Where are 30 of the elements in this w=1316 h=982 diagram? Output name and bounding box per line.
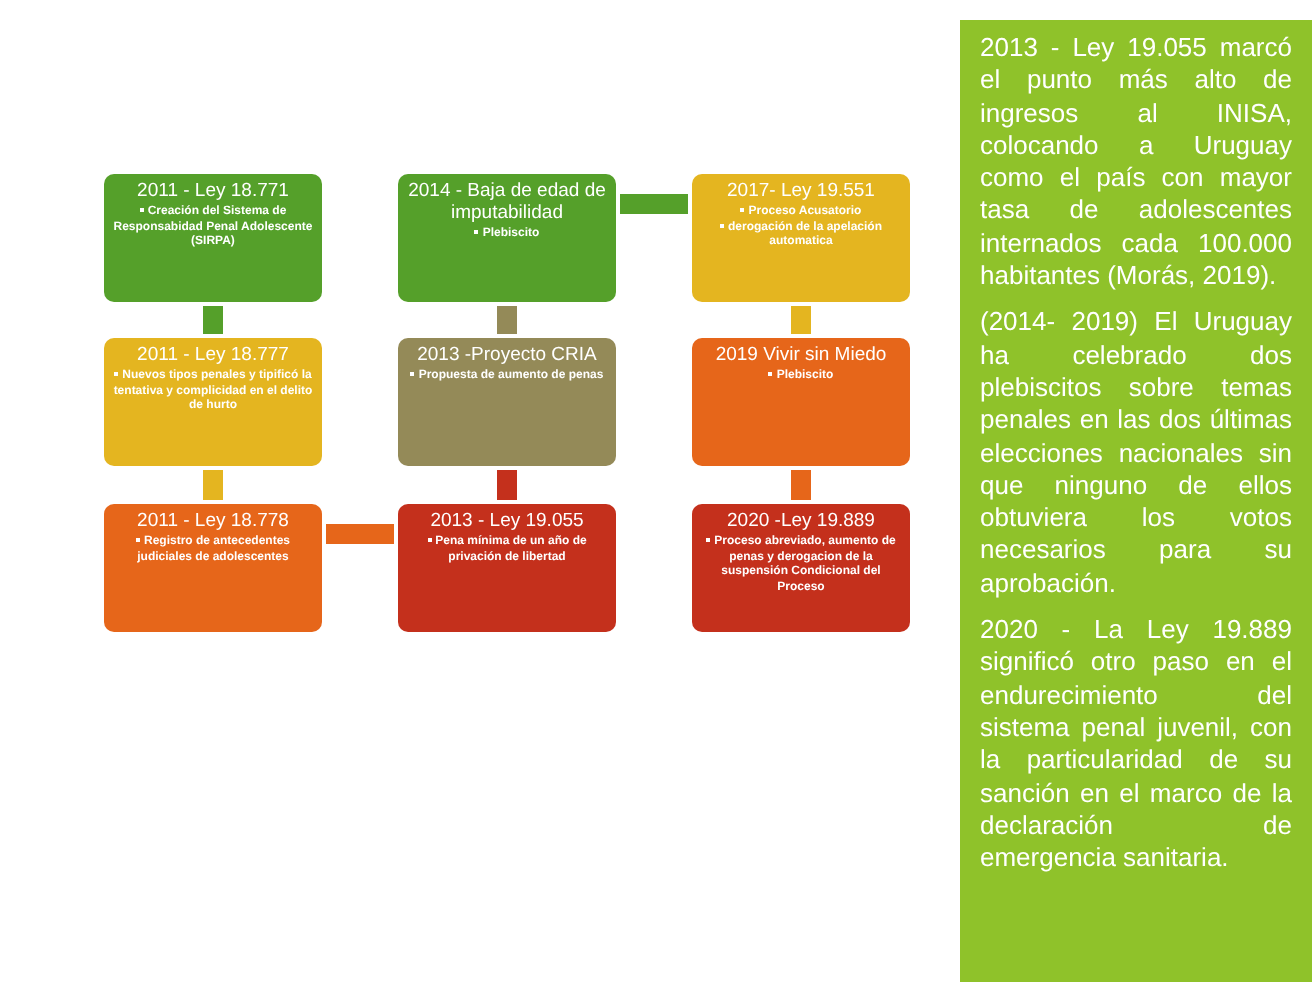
- event-title: 2020 -Ley 19.889: [727, 510, 875, 532]
- event-title: 2019 Vivir sin Miedo: [715, 344, 887, 366]
- event-title: 2013 - Ley 19.055: [430, 510, 584, 532]
- event-title: 2011 - Ley 18.771: [137, 180, 289, 202]
- paragraph: 2020 - La Ley 19.889 significó otro paso en el endurecimiento del sistema penal juvenil, con la particularidad de su sanción en el marco de la declaración de emergencia sanitaria.: [980, 614, 1292, 875]
- paragraph: 2013 - Ley 19.055 marcó el punto más alto de ingresos al INISA, colocando a Uruguay como el país con mayor tasa de adolescentes internados cada 100.000 habitantes (Morás, 2019).: [980, 32, 1292, 293]
- event-title: 2011 - Ley 18.777: [137, 344, 289, 366]
- event-box: [104, 504, 322, 632]
- event-box: [692, 504, 910, 632]
- event-box: [692, 338, 910, 466]
- event-box: [692, 174, 910, 302]
- event-box: [104, 338, 322, 466]
- event-title: 2017- Ley 19.551: [727, 180, 875, 202]
- event-title: 2014 - Baja de edad de imputabilidad: [406, 180, 608, 224]
- text-panel: [960, 20, 1312, 982]
- event-box: [104, 174, 322, 302]
- connector-bar: [497, 306, 517, 334]
- paragraph: (2014- 2019) El Uruguay ha celebrado dos plebiscitos sobre temas penales en las dos últimas elecciones nacionales sin que ninguno de ellos obtuviera los votos necesarios para su aprobación.: [980, 306, 1292, 601]
- event-title: 2011 - Ley 18.778: [137, 510, 289, 532]
- event-box: [398, 174, 616, 302]
- connector-bar: [497, 470, 517, 500]
- connector-bar: [326, 524, 394, 544]
- connector-bar: [791, 306, 811, 334]
- connector-bar: [203, 306, 223, 334]
- event-box: [398, 504, 616, 632]
- event-title: 2013 -Proyecto CRIA: [417, 344, 597, 366]
- connector-bar: [203, 470, 223, 500]
- event-box: [398, 338, 616, 466]
- connector-bar: [620, 194, 688, 214]
- connector-bar: [791, 470, 811, 500]
